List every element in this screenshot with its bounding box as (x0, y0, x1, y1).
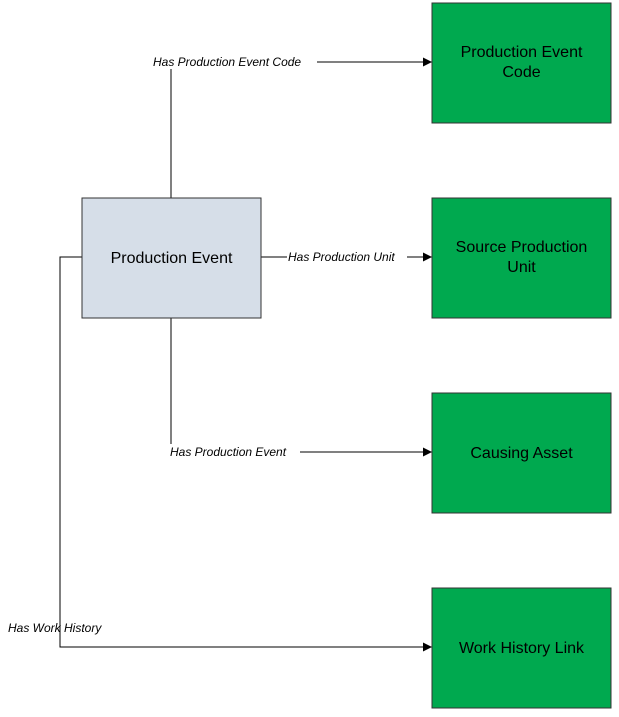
node-work-history-link: Work History Link (431, 587, 612, 709)
edge-has-work-history (59, 256, 432, 652)
node-production-event-code: Production Event Code (431, 2, 612, 124)
edge-label-group-2: Has Production Event (169, 444, 300, 459)
edge-label-has-production-unit: Has Production Unit (288, 250, 395, 264)
edge-has-production-event (170, 318, 432, 457)
node-production-event-code-label-line2: Code (502, 64, 540, 81)
node-source-production-unit-label-line2: Unit (507, 259, 536, 276)
node-source-production-unit-label-line1: Source Production (456, 239, 588, 256)
edge-label-group-1: Has Production Unit (287, 249, 407, 264)
node-causing-asset: Causing Asset (431, 392, 612, 514)
edge-label-has-production-event: Has Production Event (170, 445, 287, 459)
edge-label-has-work-history: Has Work History (8, 621, 102, 635)
node-production-event: Production Event (81, 197, 262, 319)
edge-has-production-event-code (170, 57, 432, 198)
edge-label-group-3: Has Work History (8, 621, 102, 635)
node-causing-asset-label: Causing Asset (470, 445, 573, 462)
node-production-event-code-label-line1: Production Event (461, 44, 583, 61)
edge-label-group-0: Has Production Event Code (152, 54, 317, 69)
node-source-production-unit: Source Production Unit (431, 197, 612, 319)
node-work-history-link-label: Work History Link (459, 640, 585, 657)
edge-label-has-production-event-code: Has Production Event Code (153, 55, 301, 69)
node-production-event-label: Production Event (111, 250, 233, 267)
